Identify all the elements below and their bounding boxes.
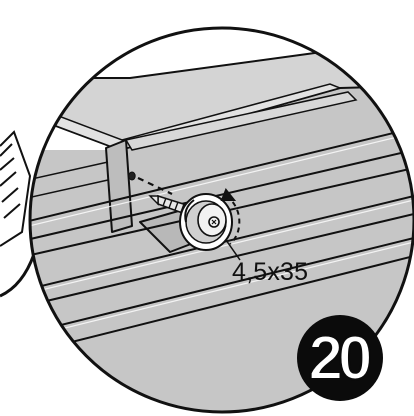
washer (179, 193, 233, 251)
screw-size-label: 4,5x35 (232, 258, 309, 286)
corner-post-face (124, 91, 358, 151)
step-number: 20 (308, 324, 374, 393)
screw-hole (128, 171, 136, 181)
step-number-badge: 20 (297, 315, 383, 401)
corner-post (105, 139, 133, 233)
magnified-detail (30, 28, 414, 412)
background-part-outline (0, 130, 32, 247)
label-leader (225, 239, 241, 261)
rotation-arrow (184, 188, 241, 245)
left-edge-lines (30, 161, 109, 205)
magnifier-ring (28, 26, 414, 414)
